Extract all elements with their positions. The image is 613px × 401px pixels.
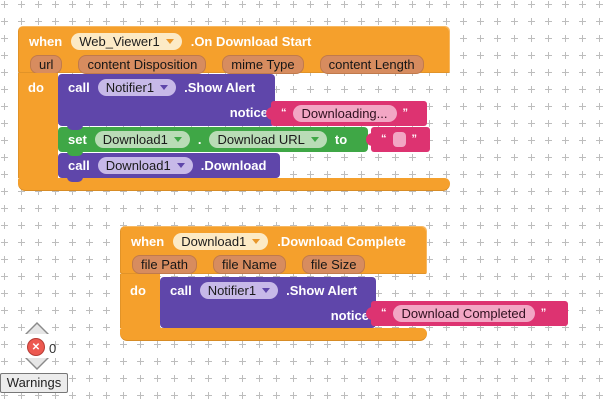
warning-nav-up-icon[interactable] (25, 322, 49, 334)
download-component-dropdown[interactable]: Download1 (94, 131, 190, 148)
chevron-down-icon (310, 137, 319, 142)
warning-nav-down-icon[interactable] (25, 358, 49, 370)
call-notifier-show-alert-block[interactable]: call Notifier1 .Show Alert notice (58, 74, 275, 130)
open-quote: “ (281, 107, 287, 119)
component-dropdown[interactable]: Web_Viewer1 (71, 32, 182, 50)
set-label: set (68, 132, 87, 147)
do-label: do (130, 283, 146, 298)
component-name: Notifier1 (207, 282, 257, 298)
text-block-downloading[interactable]: “ Downloading... ” (266, 101, 427, 126)
when-label: when (131, 233, 165, 249)
param-chip-content-disposition[interactable]: content Disposition (78, 54, 207, 74)
component-name: Download1 (102, 132, 168, 147)
method-label: .Show Alert (286, 282, 358, 298)
call-label: call (68, 158, 90, 173)
error-count: 0 (49, 341, 57, 356)
property-dropdown[interactable]: Download URL (209, 131, 327, 148)
dot-label: . (197, 132, 202, 147)
event-name-label: .On Download Start (190, 33, 312, 49)
connector-nub (67, 125, 83, 130)
component-name: Download1 (181, 233, 247, 249)
event-params: url content Disposition mime Type conten… (18, 53, 450, 74)
warnings-toggle-button[interactable]: Warnings (0, 373, 68, 393)
chevron-down-icon (173, 137, 182, 142)
event-name-label: .Download Complete (277, 233, 406, 249)
call-label: call (170, 282, 192, 298)
event-block-download-complete[interactable]: when Download1 .Download Complete file P… (120, 226, 427, 274)
string-field[interactable] (392, 132, 406, 147)
event-bottom-bar[interactable] (120, 328, 427, 341)
text-block-download-completed[interactable]: “ Download Completed ” (366, 301, 568, 326)
close-quote: ” (411, 133, 418, 145)
open-quote: “ (381, 133, 387, 145)
component-name: Download1 (105, 158, 171, 173)
text-block-empty-string[interactable]: “ ” (366, 127, 430, 152)
chevron-down-icon (176, 163, 185, 168)
to-label: to (334, 132, 348, 147)
notice-socket-row: notice (160, 303, 376, 328)
chevron-down-icon (160, 84, 169, 90)
event-header: when Web_Viewer1 .On Download Start (18, 26, 450, 53)
call-notifier-show-alert-block[interactable]: call Notifier1 .Show Alert notice (160, 277, 376, 328)
event-do-column[interactable] (120, 274, 160, 328)
chevron-down-icon (252, 238, 261, 244)
param-chip-file-name[interactable]: file Name (212, 254, 286, 274)
call-row: call Notifier1 .Show Alert (58, 74, 275, 100)
close-quote: ” (540, 307, 547, 319)
event-block-on-download-start[interactable]: when Web_Viewer1 .On Download Start url … (18, 26, 450, 74)
call-download-block[interactable]: call Download1 .Download (58, 153, 280, 182)
string-field[interactable]: Downloading... (292, 105, 397, 122)
download-component-dropdown[interactable]: Download1 (97, 157, 193, 174)
connector-nub (67, 151, 83, 156)
when-label: when (29, 33, 63, 49)
component-name: Web_Viewer1 (79, 33, 160, 49)
string-field[interactable]: Download Completed (392, 305, 535, 322)
call-label: call (68, 79, 90, 95)
connector-nub (67, 177, 83, 182)
event-header: when Download1 .Download Complete (120, 226, 427, 253)
property-name: Download URL (217, 132, 305, 147)
event-do-column[interactable] (18, 73, 58, 178)
component-name: Notifier1 (105, 79, 155, 95)
chevron-down-icon (165, 38, 174, 44)
notice-arg-label: notice (330, 308, 369, 323)
param-chip-url[interactable]: url (30, 54, 63, 74)
notifier-dropdown[interactable]: Notifier1 (199, 281, 279, 299)
chevron-down-icon (262, 287, 271, 293)
notice-arg-label: notice (229, 105, 268, 120)
notice-socket-row: notice (58, 100, 275, 125)
set-download-url-block[interactable]: set Download1 . Download URL to (58, 127, 368, 156)
error-count-icon[interactable]: ✕ (27, 338, 45, 356)
notifier-dropdown[interactable]: Notifier1 (97, 78, 177, 96)
call-row: call Notifier1 .Show Alert (160, 277, 376, 303)
event-params: file Path file Name file Size (120, 253, 427, 274)
close-quote: ” (402, 107, 409, 119)
error-x-glyph: ✕ (31, 342, 41, 353)
event-bottom-bar[interactable] (18, 178, 450, 191)
param-chip-file-size[interactable]: file Size (301, 254, 366, 274)
param-chip-file-path[interactable]: file Path (132, 254, 197, 274)
do-label: do (28, 80, 44, 95)
param-chip-content-length[interactable]: content Length (319, 54, 424, 74)
open-quote: “ (381, 307, 387, 319)
component-dropdown[interactable]: Download1 (173, 232, 269, 250)
method-label: .Download (200, 158, 267, 173)
param-chip-mime-type[interactable]: mime Type (222, 54, 304, 74)
method-label: .Show Alert (184, 79, 256, 95)
